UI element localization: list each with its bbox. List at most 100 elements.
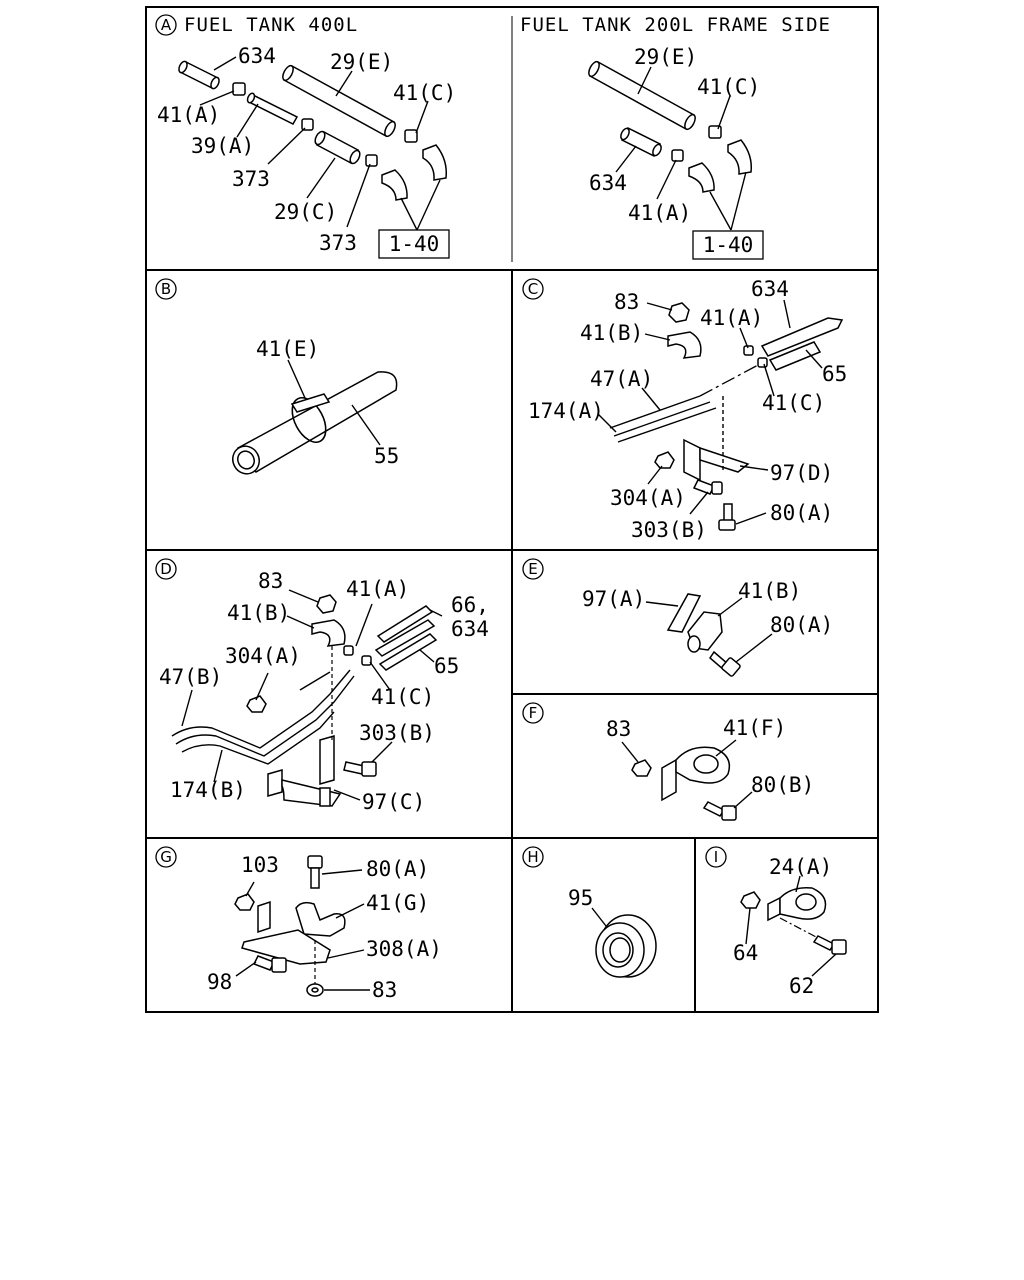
part-label: 47(B) <box>159 665 222 689</box>
ref-box <box>692 230 764 260</box>
hose-clamp <box>708 125 722 139</box>
part-label: 634 <box>751 277 789 301</box>
part-label: 308(A) <box>366 937 442 961</box>
part-label: 41(C) <box>371 685 434 709</box>
hose-clamp <box>232 82 246 96</box>
leader-line <box>709 191 732 231</box>
part-label: 80(B) <box>751 773 814 797</box>
leader-line <box>730 171 747 231</box>
clip-41b <box>667 331 702 359</box>
part-label: 41(B) <box>227 601 290 625</box>
pipes-66-634-65 <box>374 605 438 671</box>
section-marker <box>522 278 544 300</box>
section-marker <box>155 14 177 36</box>
bracket-97c <box>267 735 342 807</box>
leader-line <box>369 661 391 691</box>
clip-41b <box>687 611 723 653</box>
leader-line <box>213 749 223 783</box>
part-label: 29(E) <box>330 50 393 74</box>
bolt-80a <box>709 650 741 677</box>
part-label: 41(A) <box>346 577 409 601</box>
leader-line <box>647 465 663 485</box>
leader-line <box>811 953 837 977</box>
bolt-303b <box>343 761 377 777</box>
section-marker-letter: G <box>160 848 172 866</box>
hex-nut-83 <box>668 302 690 323</box>
leader-line <box>199 90 235 106</box>
leader-line <box>245 881 255 897</box>
section-marker <box>522 558 544 580</box>
leader-line <box>419 649 435 663</box>
part-label: 24(A) <box>769 855 832 879</box>
part-label: 41(G) <box>366 891 429 915</box>
leader-line <box>739 465 769 471</box>
part-label: 41(B) <box>580 321 643 345</box>
hose-clamp <box>365 154 378 167</box>
part-label: 634 <box>451 617 489 641</box>
part-label: 373 <box>232 167 270 191</box>
leader-line <box>637 66 652 95</box>
leader-line <box>783 299 791 329</box>
part-label: 55 <box>374 444 399 468</box>
leader-line <box>645 601 679 607</box>
pipe-29e <box>282 64 396 138</box>
assembly-line <box>779 917 819 939</box>
grommet-95 <box>595 914 657 978</box>
leader-line <box>346 163 371 228</box>
leader-line <box>415 100 429 134</box>
leader-line <box>717 95 731 130</box>
part-label: 83 <box>258 569 283 593</box>
leader-line <box>335 903 365 919</box>
bracket-308a <box>241 900 331 965</box>
nut-304a <box>654 451 675 469</box>
section-marker-letter: F <box>529 704 538 722</box>
bolt-303b <box>692 479 723 495</box>
leader-line <box>795 875 801 893</box>
clamp-41f <box>661 746 731 802</box>
leader-line <box>597 413 617 433</box>
part-label: 29(C) <box>274 200 337 224</box>
leader-line <box>763 363 775 397</box>
leader-line <box>656 159 677 200</box>
fuel-line-174b-47b <box>171 669 355 765</box>
section-marker-letter: I <box>714 848 718 866</box>
section-c: C <box>522 277 847 542</box>
leader-line <box>733 791 753 809</box>
part-label: 97(C) <box>362 790 425 814</box>
leader-line <box>335 70 353 97</box>
elbow-hose <box>381 144 448 201</box>
hose-clamp <box>343 645 372 666</box>
nut-64 <box>740 891 761 909</box>
leader-line <box>715 739 737 757</box>
section-marker-letter: B <box>161 280 171 298</box>
leader-line <box>621 741 639 763</box>
part-label: 83 <box>372 978 397 1002</box>
section-a2: FUEL TANK 200L FRAME SIDE 29(E) 41(C) 63… <box>520 14 830 260</box>
part-label: 304(A) <box>610 486 686 510</box>
part-label: 80(A) <box>770 501 833 525</box>
clip-41b <box>311 619 346 647</box>
clamp-24a <box>767 886 827 922</box>
bolt-98 <box>252 955 287 973</box>
leader-line <box>429 609 443 617</box>
elbow-hose <box>688 139 753 193</box>
leader-line <box>416 179 441 231</box>
part-label: 41(A) <box>157 103 220 127</box>
leader-line <box>321 869 363 875</box>
bolt-80b <box>702 801 737 821</box>
part-label: 65 <box>822 362 847 386</box>
leader-line <box>644 333 671 341</box>
pipe-634 <box>178 60 220 90</box>
leader-line <box>591 907 607 927</box>
leader-line <box>236 103 259 138</box>
leader-line <box>739 327 749 349</box>
part-label: 97(D) <box>770 461 833 485</box>
section-marker-letter: E <box>528 560 537 578</box>
section-marker-letter: C <box>528 280 538 298</box>
leader-line <box>286 615 315 629</box>
part-label: 103 <box>241 853 279 877</box>
section-marker <box>522 702 544 724</box>
diagram-frame <box>145 6 879 1013</box>
leader-line <box>805 349 823 369</box>
